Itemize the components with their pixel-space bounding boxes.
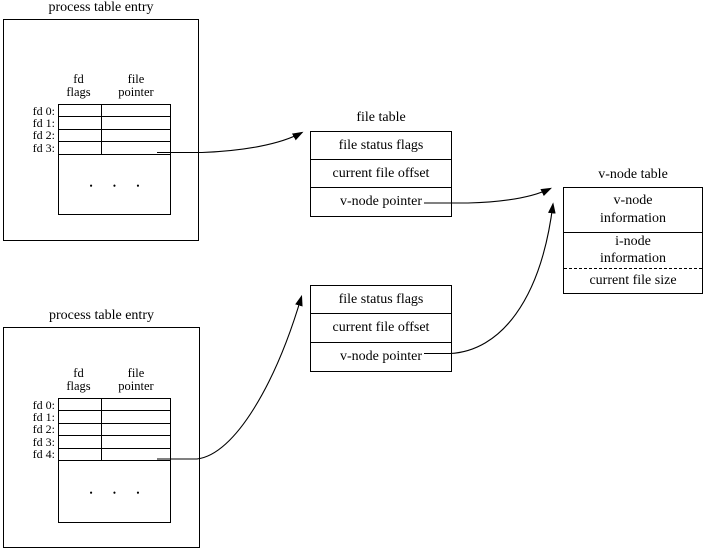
fd-table-bottom: • • • — [58, 398, 171, 523]
file-header-line: file — [127, 72, 145, 86]
inode-info-line2: information — [599, 251, 667, 266]
fd-row-label: fd 2: — [32, 422, 55, 437]
fd-table-row — [59, 399, 170, 412]
fd-table-top: • • • — [58, 104, 171, 215]
file-table-title: file table — [356, 110, 406, 125]
fd-row-label: fd 0: — [32, 397, 55, 412]
current-file-offset-row: current file offset — [311, 160, 451, 188]
file-header-line: file — [127, 366, 145, 380]
fd-row-label: fd 2: — [32, 128, 55, 143]
fd-table-row — [59, 130, 170, 143]
fd-table-big-cell: • • • — [59, 155, 170, 214]
pointer-header-line: pointer — [118, 85, 154, 99]
fd-row-labels-bottom: fd 0: fd 1: fd 2: fd 3: fd 4: — [18, 397, 55, 462]
process-table-bottom-title: process table entry — [49, 308, 154, 323]
pointer-header-line: pointer — [118, 379, 154, 393]
file-table-bottom-box: file status flags current file offset v-… — [310, 285, 452, 372]
file-table-top-box: file status flags current file offset v-… — [310, 131, 452, 217]
fd-flags-column-header: fd flags — [56, 367, 101, 393]
vnode-info-line1: v-node — [613, 193, 653, 208]
fd-table-row — [59, 449, 170, 461]
fd-row-label: fd 1: — [32, 115, 55, 130]
file-status-flags-row: file status flags — [311, 286, 451, 315]
fd-table-row — [59, 105, 170, 118]
fd-row-labels-top: fd 0: fd 1: fd 2: fd 3: — [18, 103, 55, 155]
inode-information-row: i-node information — [564, 232, 702, 268]
vnode-table-box: v-node information i-node information cu… — [563, 187, 703, 294]
fd-table-row — [59, 411, 170, 424]
column-divider — [101, 399, 102, 461]
fd-flags-column-header: fd flags — [56, 73, 101, 99]
ellipsis: • • • — [89, 487, 149, 498]
fd-row-label: fd 4: — [32, 447, 55, 462]
flags-header-line: flags — [66, 379, 91, 393]
process-table-top-title: process table entry — [48, 0, 154, 15]
current-file-offset-row: current file offset — [311, 314, 451, 343]
fd-table-row — [59, 436, 170, 449]
fd-header-line: fd — [73, 366, 84, 380]
vnode-info-line2: information — [599, 210, 667, 226]
file-pointer-column-header: file pointer — [101, 367, 171, 393]
vnode-information-row: v-node information — [564, 188, 702, 232]
file-status-flags-row: file status flags — [311, 132, 451, 160]
fd-row-label: fd 1: — [32, 409, 55, 424]
vnode-table-title: v-node table — [598, 167, 668, 182]
fd-table-row — [59, 117, 170, 130]
fd-row-label: fd 3: — [32, 140, 55, 155]
flags-header-line: flags — [66, 85, 91, 99]
fd-table-big-cell: • • • — [59, 461, 170, 522]
fd-table-row — [59, 424, 170, 437]
current-file-size-row: current file size — [564, 268, 702, 293]
column-divider — [101, 105, 102, 155]
fd-row-label: fd 0: — [32, 103, 55, 118]
ellipsis: • • • — [89, 180, 149, 191]
fd-header-line: fd — [73, 72, 84, 86]
fd-row-label: fd 3: — [32, 434, 55, 449]
vnode-pointer-row: v-node pointer — [339, 194, 423, 209]
vnode-pointer-row: v-node pointer — [339, 348, 423, 364]
file-pointer-column-header: file pointer — [101, 73, 171, 99]
inode-info-line1: i-node — [615, 234, 651, 249]
fd-table-row — [59, 142, 170, 155]
